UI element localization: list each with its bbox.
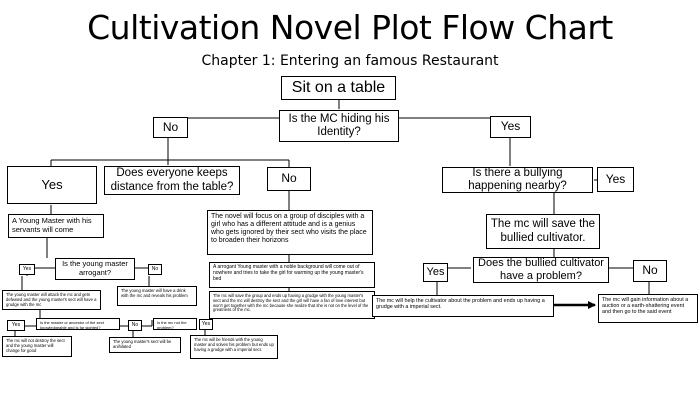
question-keep-distance: Does everyone keeps distance from the ta…	[104, 166, 240, 195]
answer-yes-hiding: Yes	[490, 116, 531, 138]
question-hiding-identity: Is the MC hiding his Identity?	[279, 110, 399, 142]
save-group-node: The mc will save the group and ends up h…	[209, 291, 375, 319]
answer-yes-bullying: Yes	[597, 167, 634, 192]
answer-no-ancestor: No	[128, 320, 142, 331]
chart-title: Cultivation Novel Plot Flow Chart	[87, 8, 613, 47]
answer-yes-ancestor: Yes	[7, 320, 25, 331]
question-mc-not-problem: Is the mc not the problem?	[153, 318, 197, 330]
answer-yes-problem: Yes	[423, 263, 448, 282]
disciples-group-node: The novel will focus on a group of disci…	[207, 210, 373, 255]
sect-not-destroyed-outcome: The mc will not destroy the sect and the…	[2, 336, 72, 357]
answer-no-arrogant: No	[148, 264, 162, 275]
friends-imperial-grudge-outcome: The mc will be friends with the young ma…	[190, 335, 278, 359]
answer-no-distance: No	[267, 167, 311, 191]
arrogant-attack-outcome: The young master will attack the mc and …	[2, 290, 101, 310]
question-bullied-problem: Does the bullied cultivator have a probl…	[473, 257, 609, 283]
young-master-node: A Young Master with his servants will co…	[8, 214, 104, 238]
save-bullied-node: The mc will save the bullied cultivator.	[486, 214, 600, 249]
chart-subtitle: Chapter 1: Entering an famous Restaurant	[201, 53, 499, 69]
answer-no-hiding: No	[153, 117, 188, 138]
arrogant-noble-node: A arrogant Young master with a noble bac…	[209, 262, 375, 288]
auction-event-node: The mc will gain information about a auc…	[598, 294, 698, 323]
help-cultivator-node: The mc will help the cultivator about th…	[372, 295, 554, 317]
sect-annihilated-outcome: The young master's sect will be anihilat…	[109, 337, 181, 353]
drink-with-mc-outcome: The young master will have a drink with …	[117, 286, 197, 306]
answer-no-problem: No	[633, 260, 667, 282]
question-ancestor-far-sighted: Is the master or ancestor of the sect kn…	[36, 318, 120, 330]
question-bullying-nearby: Is there a bullying happening nearby?	[442, 167, 593, 193]
answer-yes-distance: Yes	[7, 166, 97, 204]
start-node: Sit on a table	[281, 76, 396, 100]
answer-yes-not-problem: Yes	[199, 319, 213, 330]
question-young-master-arrogant: Is the young master arrogant?	[55, 258, 135, 280]
answer-yes-arrogant: Yes	[19, 264, 35, 275]
